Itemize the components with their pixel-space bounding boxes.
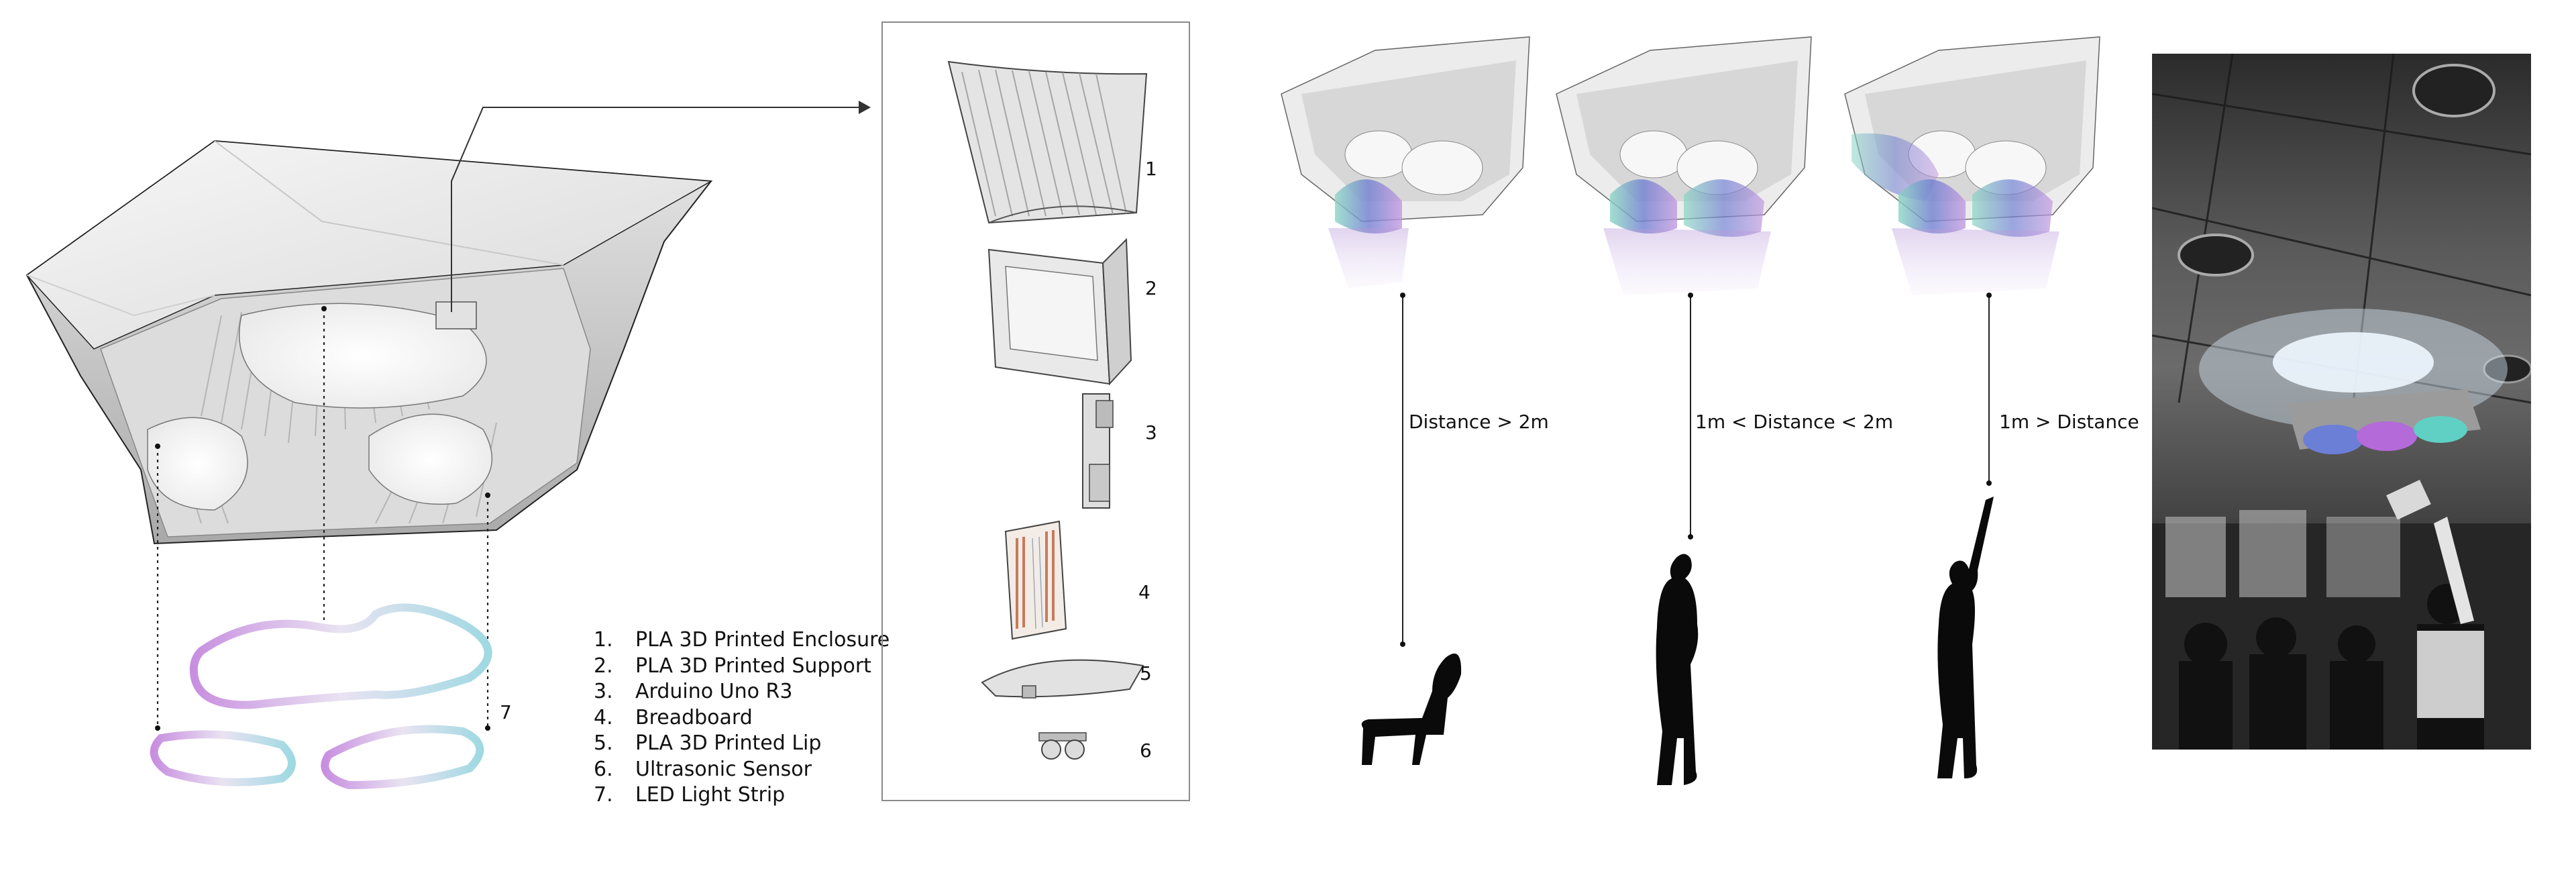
- installation-photo: [2152, 54, 2531, 750]
- legend-item: 5. PLA 3D Printed Lip: [594, 731, 890, 757]
- parts-legend: 1. PLA 3D Printed Enclosure 2. PLA 3D Prin…: [594, 627, 890, 809]
- opening-large: [238, 303, 487, 409]
- legend-item: 4. Breadboard: [594, 705, 890, 731]
- legend-label: PLA 3D Printed Support: [635, 654, 871, 678]
- scenario-1: [1281, 36, 1530, 765]
- legend-item: 7. LED Light Strip: [594, 782, 890, 809]
- legend-item: 6. Ultrasonic Sensor: [594, 757, 890, 783]
- legend-item: 1. PLA 3D Printed Enclosure: [594, 627, 890, 654]
- exploded-view: [947, 60, 1148, 760]
- legend-number: 7.: [594, 783, 613, 807]
- part-arduino: [1082, 393, 1114, 509]
- opening-right: [368, 413, 493, 505]
- led-strip-left: [150, 730, 296, 786]
- part-lip: [981, 659, 1144, 699]
- distance-label: 1m < Distance < 2m: [1695, 411, 1894, 433]
- legend-label: Ultrasonic Sensor: [635, 757, 812, 781]
- part-enclosure-shell: [947, 60, 1148, 224]
- standing-figure: [1656, 554, 1699, 785]
- reaching-figure: [1937, 497, 1994, 778]
- part-number: 2: [1145, 277, 1157, 299]
- part-number: 1: [1145, 158, 1157, 180]
- distance-scenarios: [1281, 36, 2100, 785]
- legend-label: Arduino Uno R3: [635, 680, 793, 703]
- opening-left: [147, 417, 248, 511]
- part-number: 4: [1138, 581, 1150, 603]
- legend-number: 1.: [594, 628, 613, 652]
- led-strip-right: [321, 725, 484, 790]
- part-ultrasonic-sensor: [1038, 732, 1087, 760]
- legend-label: LED Light Strip: [635, 783, 786, 807]
- distance-label: 1m > Distance: [1999, 411, 2139, 433]
- exploded-view-frame: [881, 21, 1190, 801]
- legend-label: Breadboard: [635, 705, 753, 729]
- legend-label: PLA 3D Printed Lip: [635, 731, 822, 755]
- legend-number: 4.: [594, 705, 613, 729]
- legend-number: 5.: [594, 731, 613, 755]
- part-number: 3: [1145, 421, 1157, 444]
- part-number: 6: [1140, 739, 1152, 762]
- legend-label: PLA 3D Printed Enclosure: [635, 628, 890, 652]
- legend-number: 3.: [594, 680, 613, 703]
- enclosure-top-face: [25, 140, 713, 350]
- legend-item: 2. PLA 3D Printed Support: [594, 654, 890, 680]
- part-number: 5: [1140, 662, 1152, 684]
- scenario-2: [1556, 36, 1812, 785]
- legend-item: 3. Arduino Uno R3: [594, 679, 890, 705]
- seated-figure: [1361, 653, 1462, 765]
- legend-number: 6.: [594, 757, 613, 781]
- led-strip-upper: [189, 603, 492, 709]
- led-callout-number: 7: [500, 701, 512, 723]
- distance-label: Distance > 2m: [1409, 411, 1549, 433]
- part-breadboard: [1004, 520, 1067, 640]
- scenario-3: [1844, 36, 2100, 778]
- enclosure-render: [25, 101, 871, 790]
- part-support: [987, 238, 1132, 386]
- legend-number: 2.: [594, 654, 613, 678]
